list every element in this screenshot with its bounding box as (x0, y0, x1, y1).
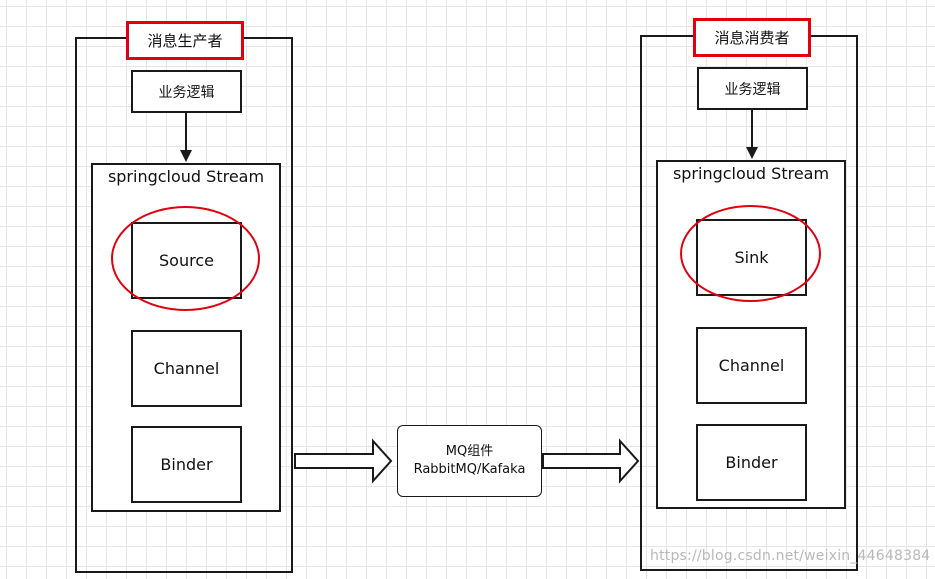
consumer-business-logic: 业务逻辑 (697, 67, 808, 110)
producer-binder-box: Binder (131, 426, 242, 503)
producer-to-mq-arrow (294, 438, 393, 484)
producer-business-logic: 业务逻辑 (131, 70, 242, 113)
consumer-title: 消息消费者 (693, 18, 811, 57)
source-highlight-ellipse (111, 206, 260, 311)
producer-stream-title: springcloud Stream (107, 167, 265, 186)
producer-down-arrow-head (180, 150, 192, 162)
mq-component-box: MQ组件 RabbitMQ/Kafaka (397, 425, 542, 497)
consumer-binder-box: Binder (696, 424, 807, 501)
consumer-down-arrow-head (746, 147, 758, 159)
consumer-stream-title: springcloud Stream (672, 164, 830, 183)
sink-highlight-ellipse (680, 205, 821, 302)
mq-component-label: MQ组件 (445, 444, 494, 459)
watermark-text: https://blog.csdn.net/weixin_44648384 (650, 548, 931, 564)
producer-channel-box: Channel (131, 330, 242, 407)
consumer-channel-box: Channel (696, 327, 807, 404)
mq-to-consumer-arrow (542, 438, 640, 484)
mq-component-products: RabbitMQ/Kafaka (413, 462, 526, 477)
producer-title: 消息生产者 (126, 21, 244, 60)
